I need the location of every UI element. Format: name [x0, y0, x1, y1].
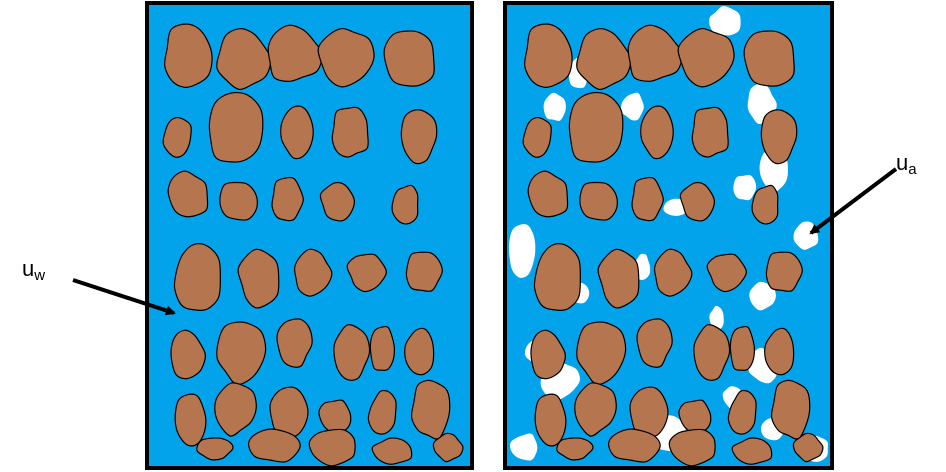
unsaturated-soil-panel — [505, 3, 832, 468]
soil-grain — [332, 107, 368, 157]
saturated-soil-panel — [147, 3, 472, 468]
soil-grain — [580, 182, 618, 220]
soil-grain — [569, 93, 623, 163]
soil-grain — [209, 93, 263, 163]
soil-grain — [692, 107, 728, 157]
air-pressure-label: ua — [896, 152, 917, 177]
soil-grain — [384, 31, 434, 86]
soil-grain — [370, 326, 394, 370]
soil-grain — [744, 31, 794, 86]
soil-grain — [220, 182, 258, 220]
soil-grain — [730, 326, 754, 370]
water-pressure-label: uw — [22, 258, 45, 283]
